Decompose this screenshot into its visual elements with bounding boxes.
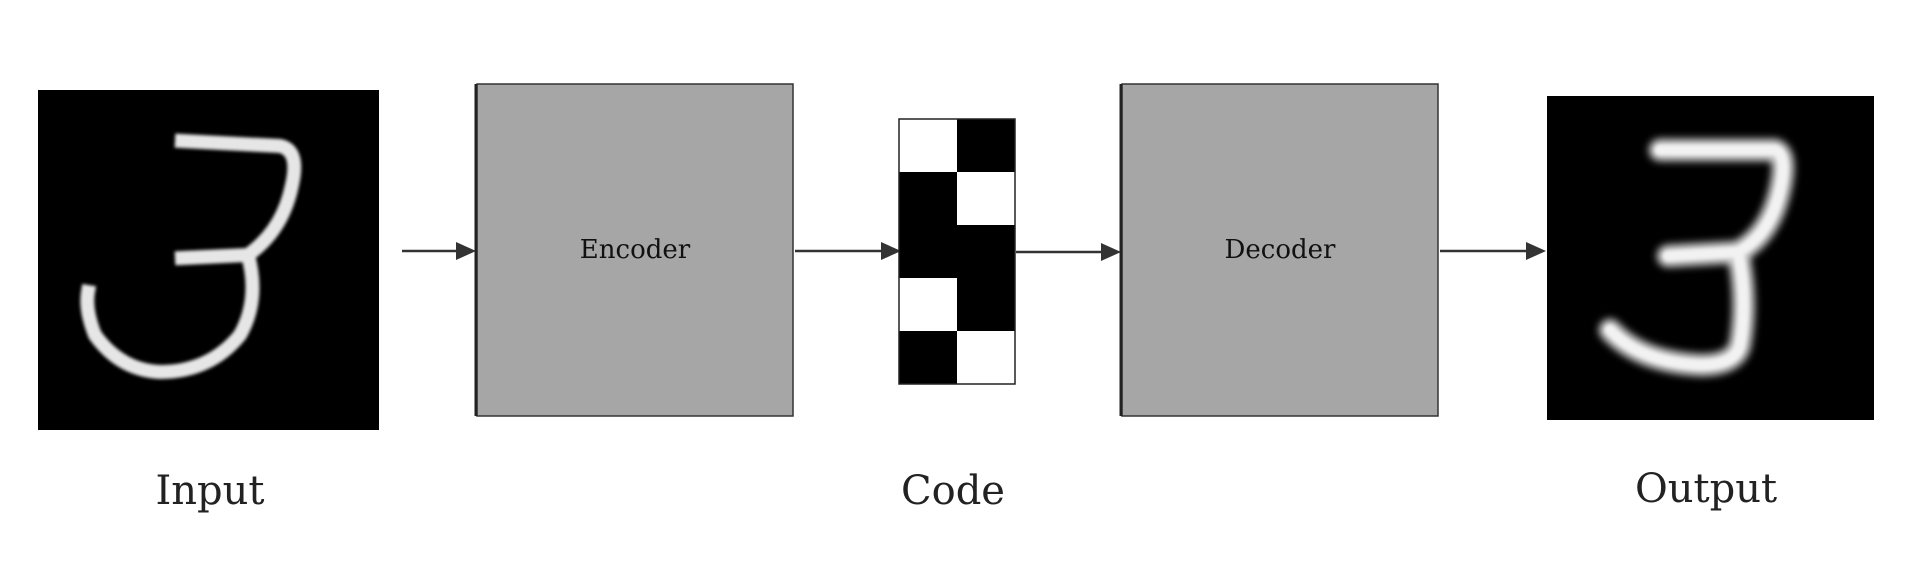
code-grid: [898, 118, 1016, 385]
code-cell-3-1: [957, 278, 1015, 331]
arrow-encoder-to-code: [795, 242, 901, 260]
code-cell-4-1: [957, 331, 1015, 384]
encoder-block: Encoder: [474, 83, 794, 417]
decoder-label: Decoder: [1225, 235, 1336, 265]
output-caption: Output: [1635, 466, 1777, 512]
output-image: [1547, 96, 1874, 420]
code-grid-border: [898, 118, 1016, 385]
arrow-code-to-decoder: [1016, 243, 1121, 261]
arrow-decoder-to-output: [1440, 242, 1546, 260]
input-caption: Input: [155, 468, 264, 514]
code-cell-0-0: [899, 119, 957, 172]
arrow-input-to-encoder: [402, 242, 476, 260]
output-digit-core: [1605, 145, 1789, 370]
code-cell-2-1: [957, 225, 1015, 278]
decoder-block: Decoder: [1119, 83, 1439, 417]
code-cell-4-0: [899, 331, 957, 384]
code-cell-0-1: [957, 119, 1015, 172]
input-image: [38, 90, 379, 430]
code-caption: Code: [901, 468, 1005, 514]
code-cell-1-0: [899, 172, 957, 225]
code-cell-1-1: [957, 172, 1015, 225]
input-digit-stroke: [80, 133, 302, 380]
code-cell-3-0: [899, 278, 957, 331]
code-cell-2-0: [899, 225, 957, 278]
encoder-label: Encoder: [580, 235, 691, 265]
